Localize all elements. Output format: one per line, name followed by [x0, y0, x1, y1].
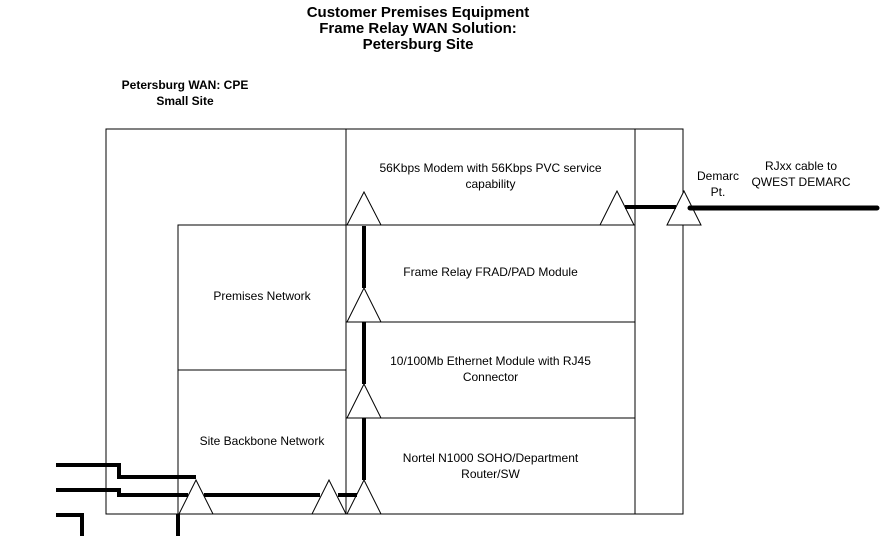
backbone-network-label: Site Backbone Network [199, 434, 325, 448]
module-ethernet-line-1: 10/100Mb Ethernet Module with RJ45 [390, 354, 591, 368]
connector-icon [346, 382, 382, 419]
connector-icon [346, 286, 382, 323]
cables [56, 205, 880, 536]
module-modem: 56Kbps Modem with 56Kbps PVC service cap… [346, 160, 635, 192]
premises-network-label: Premises Network [213, 289, 311, 303]
title-line-1: Customer Premises Equipment [306, 4, 530, 21]
demarc-label: Demarc Pt. [688, 168, 748, 200]
module-router-line-1: Nortel N1000 SOHO/Department [402, 451, 579, 465]
cable-external-2 [56, 488, 188, 497]
module-modem-line-2: capability [465, 177, 516, 191]
module-ethernet: 10/100Mb Ethernet Module with RJ45 Conne… [346, 353, 635, 385]
title-line-3: Petersburg Site [362, 36, 474, 53]
module-frad: Frame Relay FRAD/PAD Module [346, 264, 635, 280]
cable-label-line-2: QWEST DEMARC [751, 175, 851, 189]
module-modem-line-1: 56Kbps Modem with 56Kbps PVC service [379, 161, 602, 175]
site-label: Petersburg WAN: CPE Small Site [95, 77, 275, 109]
module-router: Nortel N1000 SOHO/Department Router/SW [346, 450, 635, 482]
site-label-line-1: Petersburg WAN: CPE [121, 78, 249, 92]
cable-label: RJxx cable to QWEST DEMARC [746, 158, 856, 190]
site-label-line-2: Small Site [156, 94, 214, 108]
demarc-line-2: Pt. [710, 185, 726, 199]
connector-icon [346, 190, 382, 226]
module-ethernet-line-2: Connector [462, 370, 519, 384]
module-frad-line-1: Frame Relay FRAD/PAD Module [403, 265, 578, 279]
module-router-line-2: Router/SW [461, 467, 520, 481]
connector-icon [311, 478, 347, 515]
cable-external-3 [56, 513, 84, 536]
title-line-2: Frame Relay WAN Solution: [319, 20, 517, 37]
cable-external-1 [56, 463, 196, 479]
cable-label-line-1: RJxx cable to [764, 159, 838, 173]
page-title: Customer Premises Equipment Frame Relay … [280, 5, 556, 53]
demarc-line-1: Demarc [696, 169, 739, 183]
